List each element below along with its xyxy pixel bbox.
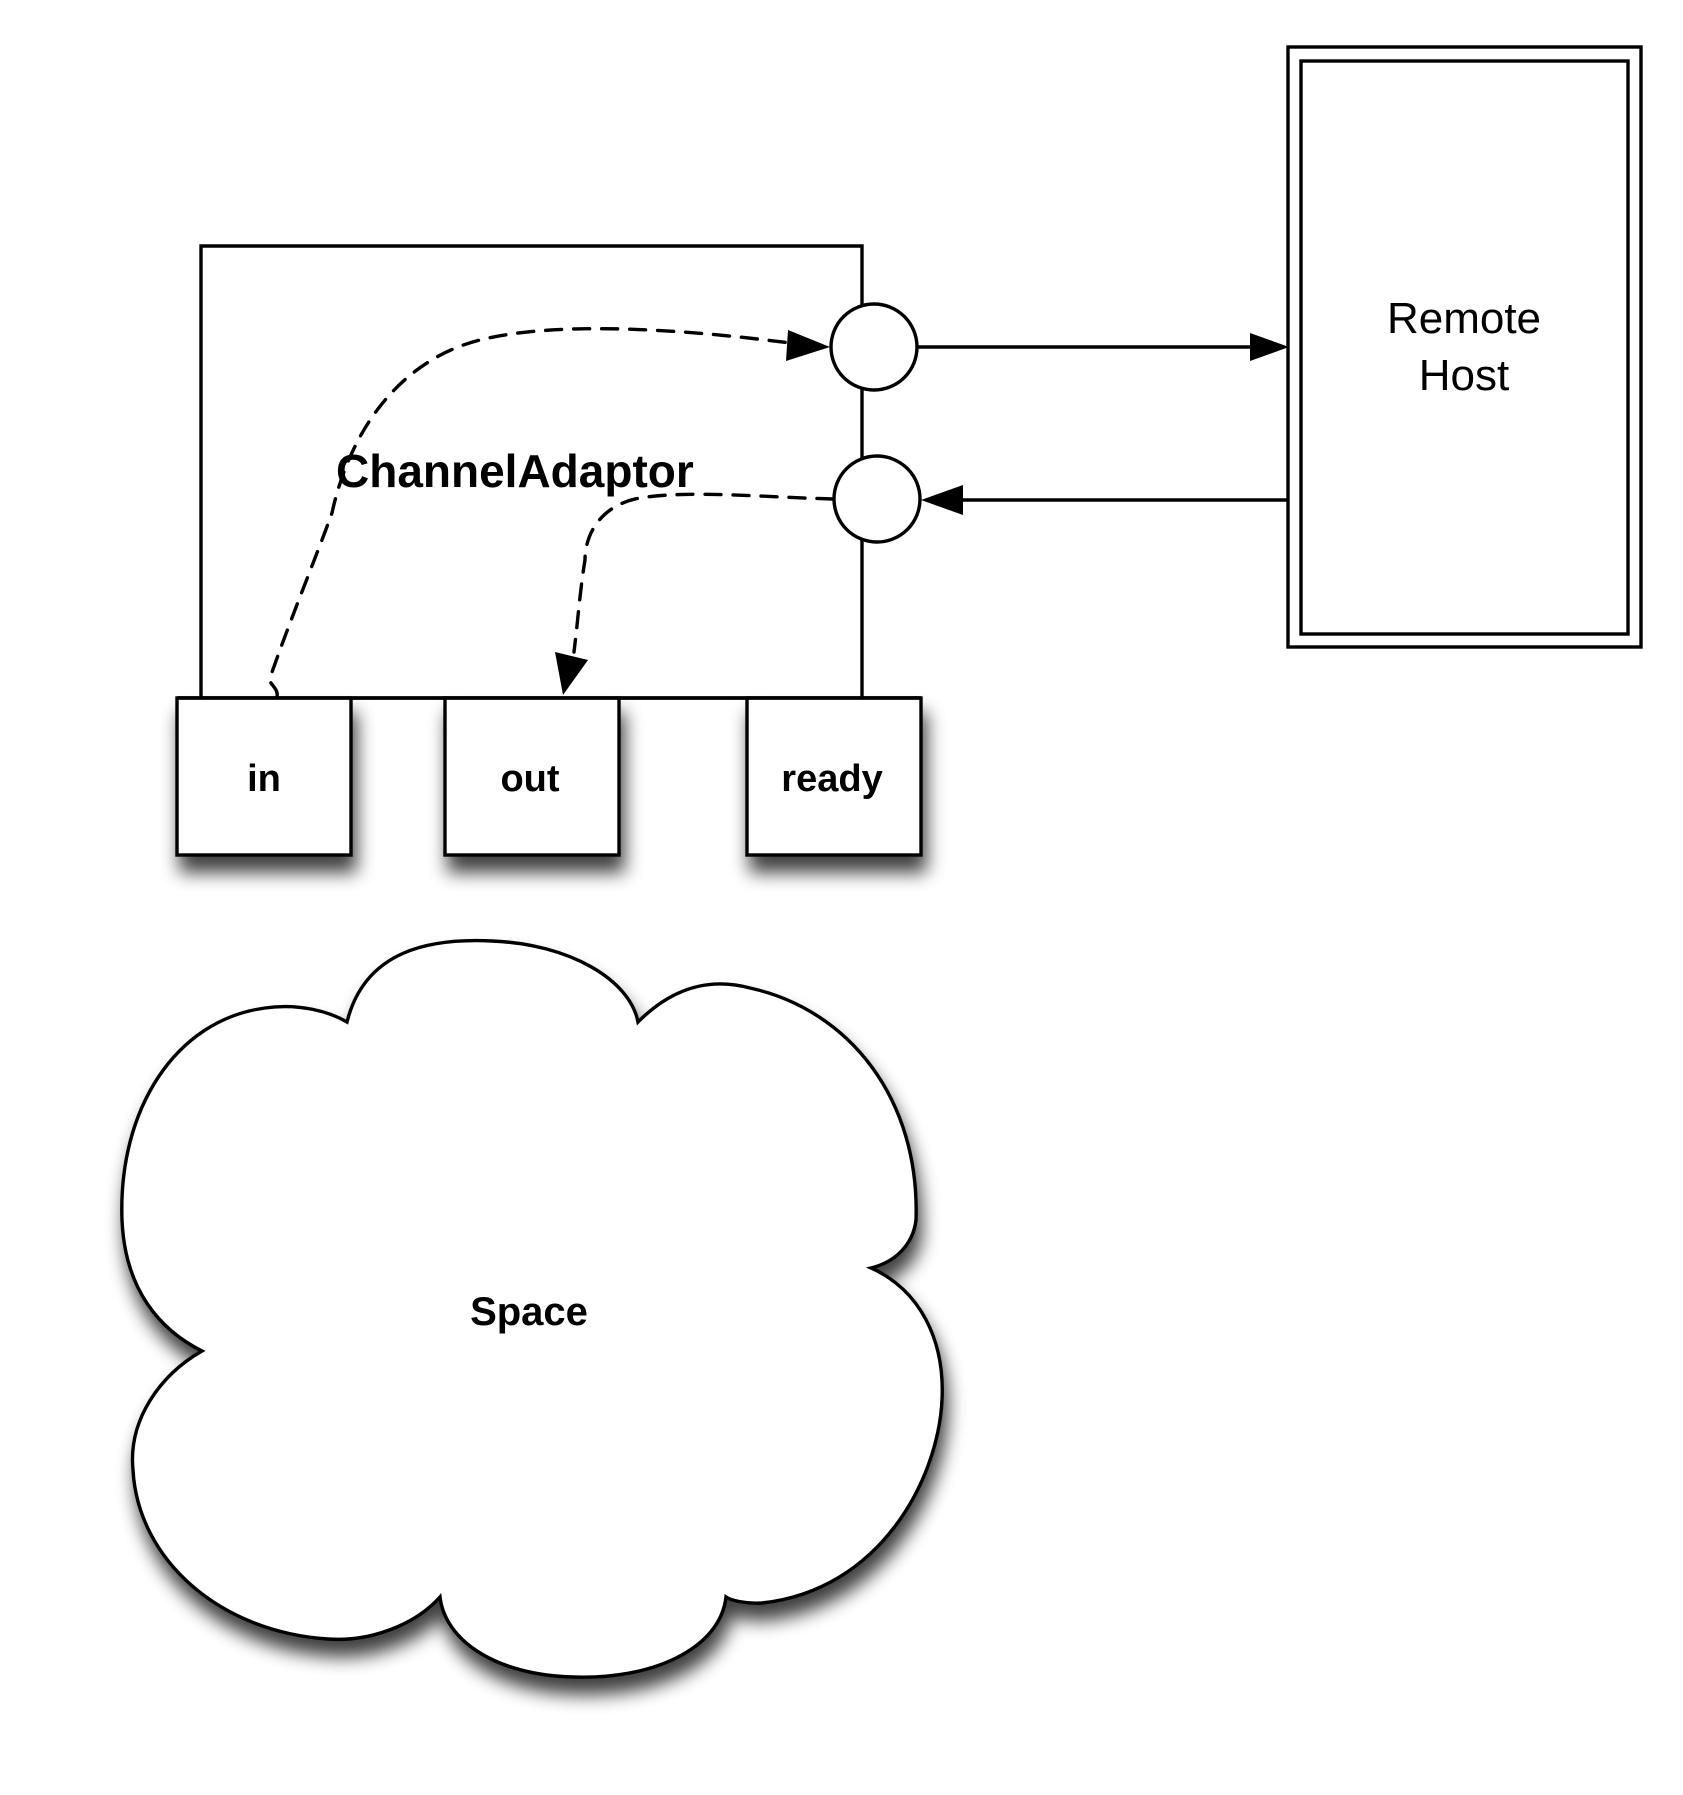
send-arrow — [917, 333, 1289, 361]
port-ready[interactable]: ready — [745, 696, 923, 857]
dashed-flow-in-to-send — [268, 326, 830, 699]
dashed-flow-receive-to-out — [555, 492, 835, 695]
port-in[interactable]: in — [175, 696, 353, 857]
space-cloud[interactable]: Space — [120, 938, 944, 1679]
channel-adaptor-label: ChannelAdaptor — [336, 445, 694, 497]
space-label: Space — [470, 1290, 588, 1334]
remote-host-box[interactable]: Remote Host — [1286, 45, 1643, 649]
port-out[interactable]: out — [443, 696, 621, 857]
remote-host-label-line1: Remote — [1387, 294, 1541, 343]
receive-arrow — [921, 485, 1301, 515]
send-endpoint[interactable] — [829, 302, 919, 392]
remote-host-label-line2: Host — [1419, 351, 1509, 400]
port-out-label: out — [500, 758, 559, 800]
port-in-label: in — [247, 758, 281, 800]
port-ready-label: ready — [781, 758, 882, 800]
receive-endpoint[interactable] — [832, 454, 922, 544]
